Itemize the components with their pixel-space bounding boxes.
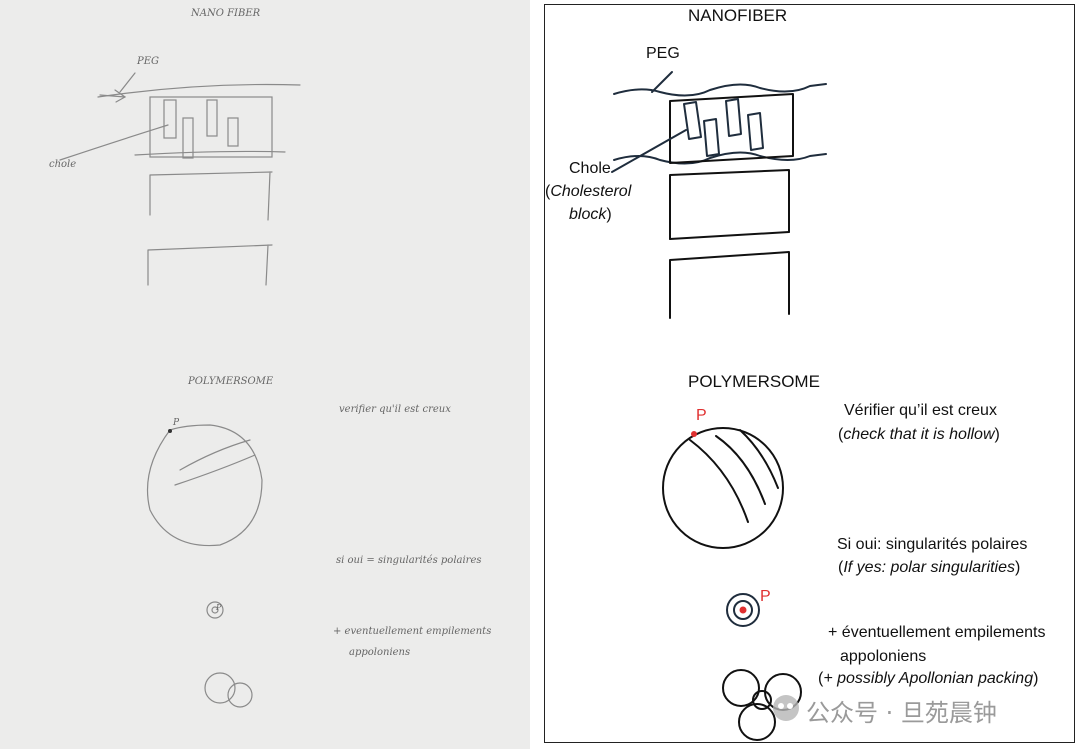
sketch-block [149,96,273,158]
peg-pointer [651,71,673,93]
sketch-p-dot [168,429,172,433]
verify-fr: Vérifier qu’il est creux [844,402,997,419]
p-label-small: P [760,588,771,605]
sketch-sphere-arc-2 [174,454,256,486]
typed-panel [544,4,1075,743]
nanofiber-block-2 [669,169,790,240]
peg-label: PEG [646,45,680,62]
singular-en: (If yes: polar singularities) [838,559,1021,576]
sketch-chole-rect-1 [163,99,177,139]
sketch-peg-arrow [99,94,126,98]
sketch-packing-circle-1 [204,672,236,704]
sketch-chole-pointer [59,124,169,161]
sketch-peg-top-line [97,83,301,98]
chole-label: Chole [569,160,611,177]
sketch-nanofiber-title: NANO FIBER [191,8,261,19]
singularity-dot [739,606,747,614]
sketch-sphere [147,424,263,547]
sketch-p-label: P [173,418,180,428]
nanofiber-block-2-base [669,231,790,240]
sketch-drawing [59,72,301,708]
peg-bottom-wave [613,151,827,165]
nanofiber-title: NANOFIBER [688,6,788,25]
verify-en: (check that it is hollow) [838,426,1000,443]
packing-en: (+ possibly Apollonian packing) [818,670,1039,687]
sketch-verify-note: verifier qu'il est creux [339,404,451,415]
polymersome-title: POLYMERSOME [688,372,820,391]
p-label: P [696,407,707,424]
sketch-packing-note-2: appoloniens [349,647,411,658]
packing-circle-3 [738,703,776,741]
chole-rect-2 [703,118,720,157]
sketch-peg-arrowhead [114,89,127,103]
watermark-text: 公众号 · 旦苑晨钟 [806,699,997,727]
watermark-logo-icon [773,695,799,721]
sketch-segment-3 [147,244,273,286]
packing-circle-1 [722,669,760,707]
sketch-chole-label: chole [49,159,77,170]
sketch-panel: NANO FIBER PEG chole POLYMERSOME P verif… [0,0,530,749]
sketch-peg-label: PEG [137,56,160,67]
sketch-packing-note-1: + eventuellement empilements [333,626,492,637]
sketch-segment-2 [149,171,273,221]
packing-fr-2: appoloniens [840,648,927,665]
packing-circle-4 [752,690,772,710]
chole-rect-1 [683,101,702,140]
sketch-chole-rect-2 [182,117,194,159]
sketch-if-yes-note: si oui = singularités polaires [336,555,482,566]
sketch-p-label-small: P [216,603,222,612]
sketch-peg-bottom-line [134,150,286,156]
peg-top-wave [613,83,827,97]
nanofiber-block-1 [669,93,794,164]
chole-sub-2: block) [569,206,612,223]
sketch-chole-rect-3 [206,99,218,137]
sketch-chole-rect-4 [227,117,239,147]
polymersome-sphere [662,427,784,549]
singularity-outer [726,593,760,627]
sketch-peg-pointer [119,72,136,93]
p-dot [691,431,697,437]
sphere-band-2 [715,435,766,505]
chole-sub-1: (Cholesterol [545,183,632,200]
singular-fr: Si oui: singularités polaires [837,536,1028,553]
sketch-polymersome-title: POLYMERSOME [188,376,274,387]
sketch-small-circle-outer [206,601,224,619]
chole-rect-4 [747,112,764,151]
sketch-packing-circle-2 [227,682,253,708]
nanofiber-block-3 [669,251,790,319]
sketch-sphere-arc-1 [179,439,251,471]
chole-rect-3 [725,98,742,137]
singularity-inner [733,600,753,620]
chole-pointer [611,129,687,173]
sphere-band-1 [739,429,779,489]
sphere-band-3 [689,439,749,523]
packing-fr-1: + éventuellement empilements [828,624,1046,641]
sketch-small-circle-inner [211,606,219,614]
